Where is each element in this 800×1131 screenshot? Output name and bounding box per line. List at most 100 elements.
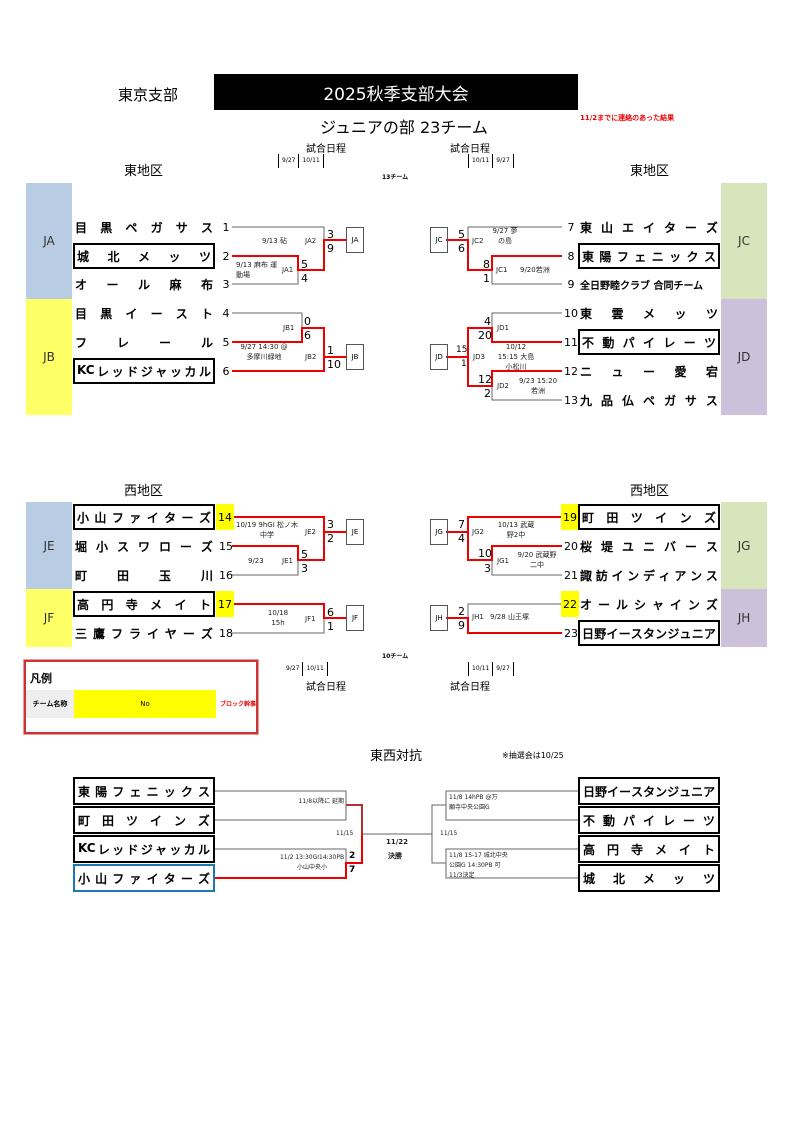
team-name: 町田玉川	[75, 567, 213, 584]
team-name-char: ツ	[702, 813, 715, 828]
date-1: 10/11	[468, 662, 492, 676]
team-name-char: カ	[184, 364, 197, 379]
game-je1-info: 9/23	[248, 557, 264, 565]
team-21: 諏訪インディアンス	[578, 562, 720, 588]
game-je1-id: JE1	[282, 557, 293, 565]
score-jd3-a: 15	[456, 345, 468, 355]
jg-winner-box: JG	[430, 519, 448, 545]
team-name-char: バ	[663, 539, 676, 554]
team-name-char: イ	[607, 784, 620, 799]
team-name-char: 目	[75, 306, 88, 321]
line-jf-18	[232, 618, 325, 634]
seed-22: 22	[561, 591, 579, 617]
team-name-char: タ	[164, 510, 177, 525]
team-name-char: ー	[150, 306, 163, 321]
team-name-char: イ	[146, 871, 159, 886]
team-name-char: ツ	[702, 871, 715, 886]
team-name-char: 訪	[595, 568, 608, 583]
legend: 凡例 チーム名称 No ブロック幹事	[24, 660, 258, 734]
dates-left: 9/27 10/11	[278, 154, 324, 168]
block-jh-label: JH	[721, 589, 767, 647]
team-name-char: KC	[78, 840, 96, 855]
block-jc-label: JC	[721, 183, 767, 299]
team-name-char: ン	[173, 813, 186, 828]
team-name-char: ス	[197, 784, 210, 799]
team-13: 九品仏ペガサス	[578, 387, 720, 413]
score-jc2-b: 6	[458, 242, 465, 255]
game-jd1-id: JD1	[497, 324, 509, 332]
game-jg2-id: JG2	[472, 528, 484, 536]
jf-winner-box: JF	[346, 605, 364, 631]
seed-9: 9	[567, 277, 575, 291]
team-name-char: イ	[125, 306, 138, 321]
team-name-char: ー	[684, 539, 697, 554]
schedule-label-left: 試合日程	[306, 144, 346, 155]
final-right-date: 11/15	[440, 830, 458, 837]
team-name-char: 田	[101, 813, 114, 828]
score-jh1-a: 2	[458, 605, 465, 618]
seed-21: 21	[564, 568, 578, 582]
game-ja2-id: JA2	[305, 237, 317, 245]
line-jb-5	[232, 327, 325, 371]
seed-7: 7	[567, 220, 575, 234]
team-name-char: サ	[175, 220, 188, 235]
block-jg-label: JG	[721, 502, 767, 589]
final-title: 東西対抗	[370, 749, 423, 764]
team-name: 不動パイレーツ	[582, 334, 716, 351]
schedule-label-left-bottom: 試合日程	[306, 682, 346, 693]
final-left-team-1: 東陽フェニックス	[73, 777, 215, 805]
team-name-char: パ	[622, 335, 635, 350]
team-name-char: ー	[682, 813, 695, 828]
line-jg-20	[467, 532, 562, 561]
team-name-char: ー	[179, 539, 192, 554]
team-name-char: ッ	[111, 364, 124, 379]
team-name-char: 九	[580, 393, 593, 408]
line-je-15	[232, 532, 325, 561]
team-name-char: ー	[619, 784, 632, 799]
team-name-char: 北	[612, 871, 625, 886]
game-jf1-info: 10/18 15h	[267, 609, 289, 627]
score-jb1-b: 6	[304, 329, 311, 342]
team-name-char: ズ	[200, 626, 213, 641]
game-jf1-id: JF1	[305, 615, 316, 623]
line-jd-win	[446, 327, 562, 358]
region-east-right: 東地区	[630, 164, 670, 179]
line-jd-10	[491, 312, 562, 328]
score-ja2-b: 9	[327, 242, 334, 255]
seed-17: 17	[216, 591, 234, 617]
score-jh1-b: 9	[458, 619, 465, 632]
game-jd2-id: JD2	[497, 382, 509, 390]
score-jc2-a: 5	[458, 228, 465, 241]
seed-14: 14	[216, 504, 234, 530]
team-name-char: ズ	[200, 539, 213, 554]
team-name-char: ー	[158, 335, 171, 350]
team-name-char: 田	[606, 510, 619, 525]
jc-winner-box: JC	[430, 227, 448, 253]
line-final-rsemi	[431, 804, 446, 864]
team-name-char: ジ	[140, 364, 153, 379]
game-jh1-id: JH1	[472, 613, 484, 621]
team-name-char: ル	[137, 277, 150, 292]
team-name-char: フ	[111, 510, 124, 525]
team-name-char: 東	[580, 220, 593, 235]
team-name-char: 城	[583, 871, 596, 886]
team-name-char: ッ	[169, 364, 182, 379]
team-name-char: 小	[77, 510, 90, 525]
team-name-char: ッ	[669, 249, 682, 264]
team-name-char: イ	[655, 510, 668, 525]
team-name: 城北メッツ	[583, 870, 715, 887]
line-jg-win	[446, 516, 562, 533]
team-name-char: 雲	[611, 306, 624, 321]
final-right-team-4: 城北メッツ	[578, 864, 720, 892]
line-jd-12	[467, 357, 562, 387]
seed-1: 1	[222, 220, 230, 234]
seed-23: 23	[564, 626, 578, 640]
team-name: 日野イースタンジュニア	[583, 783, 715, 800]
team-name: 高円寺メイト	[77, 596, 211, 613]
team-name-char: ペ	[642, 393, 655, 408]
team-name: 東雲メッツ	[580, 305, 718, 322]
score-jf1-a: 6	[327, 606, 334, 619]
team-5: フレール	[73, 329, 215, 355]
